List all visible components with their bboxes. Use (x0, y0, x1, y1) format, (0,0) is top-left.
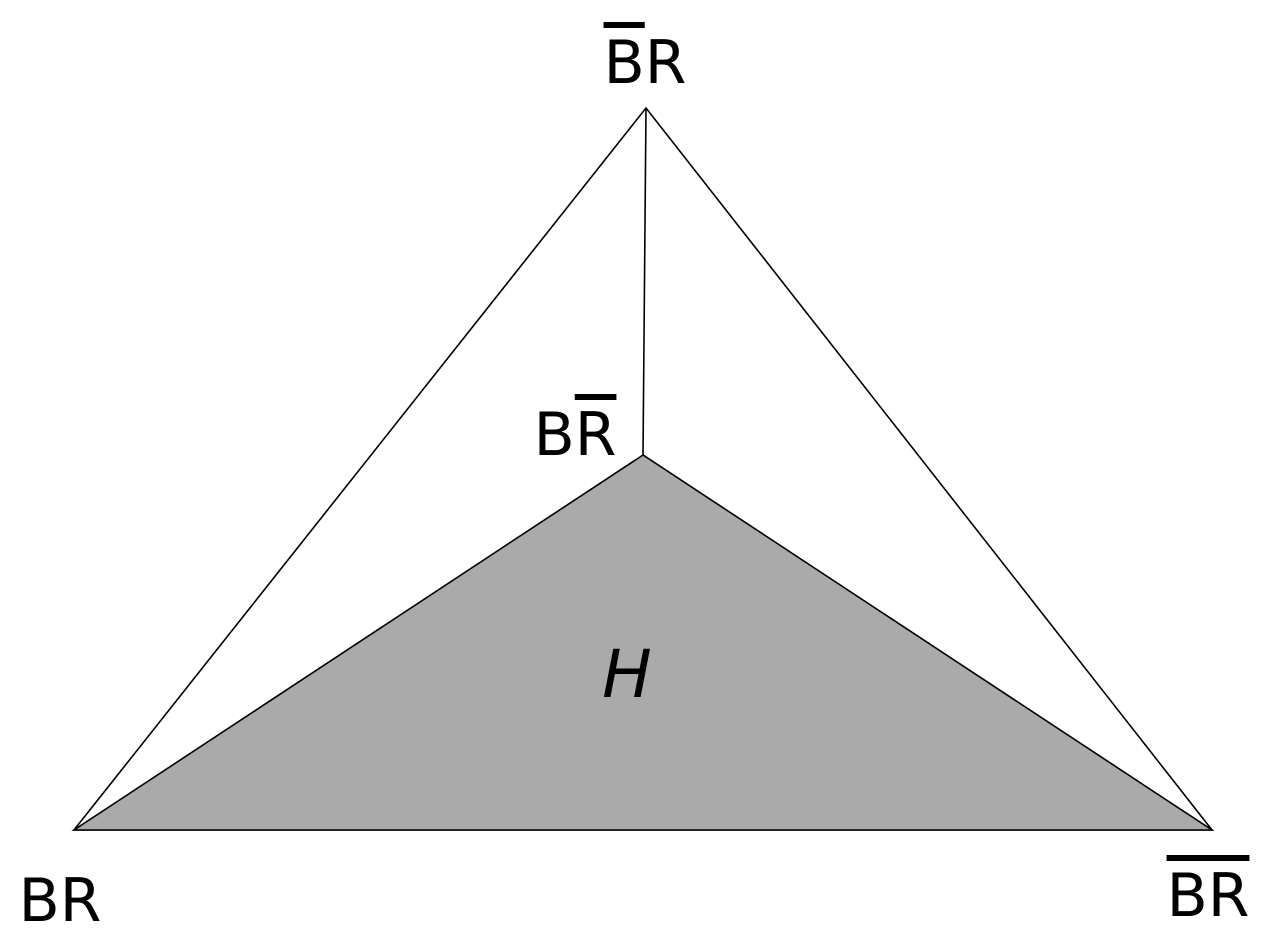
region-h (71, 454, 1215, 831)
vertical-edge (642, 107, 647, 456)
region-label-h: H (602, 636, 652, 713)
vertex-label-bottom-right: BR (1167, 861, 1250, 931)
vertex-label-middle: BR (534, 400, 617, 470)
vertex-label-bottom-left: BR (19, 866, 102, 933)
vertex-label-top: BR (604, 28, 687, 98)
